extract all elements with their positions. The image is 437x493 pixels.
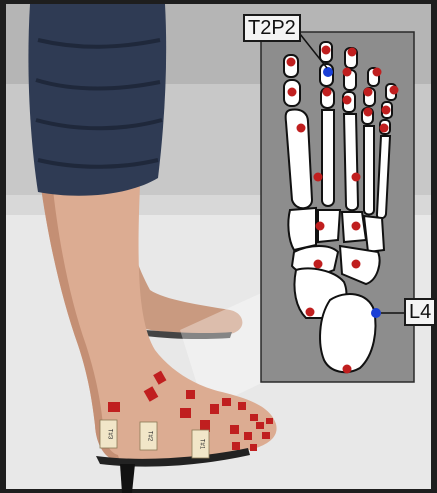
sensor-dot (323, 88, 332, 97)
foot-sensor (250, 414, 258, 421)
foot-sensor (232, 442, 240, 450)
sensor-dot (343, 68, 352, 77)
sensor-dot (297, 124, 306, 133)
patch-tag-label: T#3 (107, 429, 113, 440)
sensor-dot (382, 106, 391, 115)
sensor-dot (314, 173, 323, 182)
sensor-dot-t2p2 (323, 67, 333, 77)
sensor-dot (352, 260, 361, 269)
foot-sensor (256, 422, 264, 429)
foot-sensor (222, 398, 231, 406)
callout-t2p2: T2P2 (243, 14, 301, 42)
sensor-dot (352, 173, 361, 182)
metatarsal (344, 114, 358, 210)
foot-sensor (180, 408, 191, 418)
foot-sensor (266, 418, 273, 424)
foot-sensor (250, 444, 257, 451)
tarsal-bone (288, 208, 316, 250)
metatarsal (322, 110, 334, 206)
sensor-dot (287, 58, 296, 67)
sensor-dot (352, 222, 361, 231)
sensor-dot (380, 124, 389, 133)
sensor-dot (306, 308, 315, 317)
callout-l4: L4 (404, 298, 436, 326)
patch-tag-label: T#1 (199, 439, 205, 450)
metatarsal (364, 126, 374, 215)
sensor-dot (348, 48, 357, 57)
sensor-dot (364, 108, 373, 117)
calcaneus-bone (320, 294, 375, 372)
sensor-dot (343, 96, 352, 105)
sensor-dot (373, 68, 382, 77)
sensor-dot (316, 222, 325, 231)
foot-sensor (238, 402, 246, 410)
foot-sensor (186, 390, 195, 399)
sensor-dot-l4 (371, 308, 381, 318)
foot-sensor (210, 404, 219, 414)
tarsal-bone (364, 216, 384, 252)
sensor-dot (314, 260, 323, 269)
sensor-dot (288, 88, 297, 97)
foot-sensor (108, 402, 120, 412)
foot-sensor (262, 432, 270, 439)
patch-tag-label: T#2 (147, 431, 153, 442)
sensor-dot (390, 86, 399, 95)
foot-sensor (230, 425, 239, 434)
foot-sensor (244, 432, 252, 440)
sensor-dot (364, 88, 373, 97)
sensor-dot (343, 365, 352, 374)
sensor-dot (322, 46, 331, 55)
